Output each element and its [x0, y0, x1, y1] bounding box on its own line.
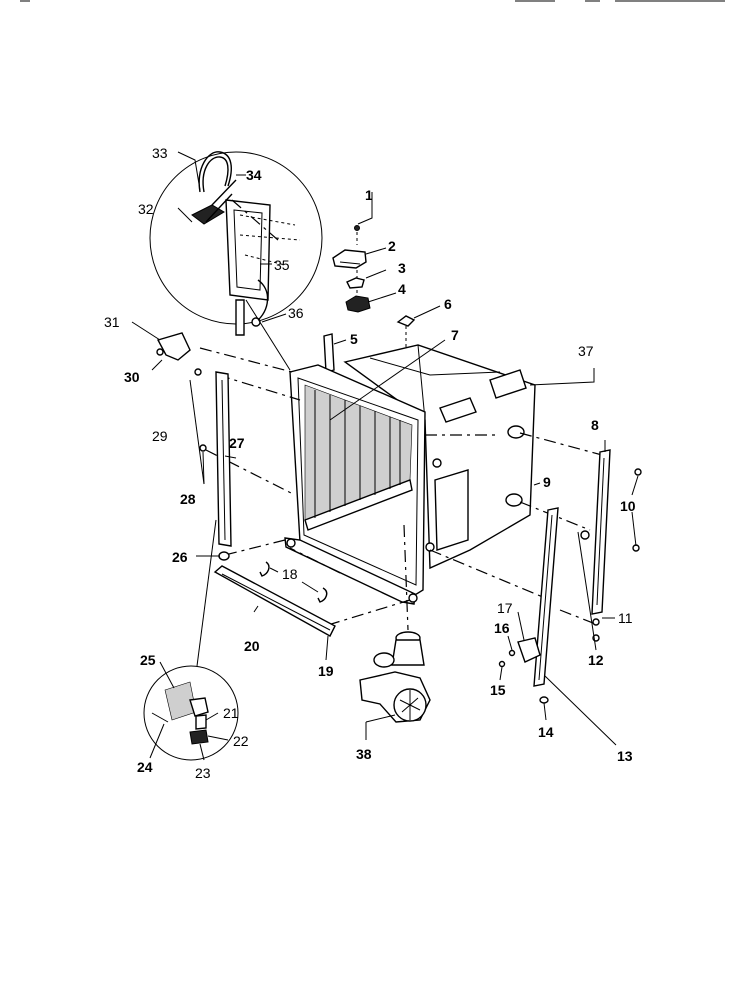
callout-20: 20	[244, 638, 260, 654]
callout-1: 1	[365, 187, 373, 203]
callout-9: 9	[543, 474, 551, 490]
detail-circle-lower	[143, 519, 239, 761]
callout-12: 12	[588, 652, 604, 668]
callout-31: 31	[104, 314, 120, 330]
top-center-parts	[323, 225, 416, 373]
callout-7: 7	[451, 327, 459, 343]
callout-15: 15	[490, 682, 506, 698]
callout-10: 10	[620, 498, 636, 514]
callout-38: 38	[356, 746, 372, 762]
callout-28: 28	[180, 491, 196, 507]
callout-29: 29	[152, 428, 168, 444]
callout-25: 25	[140, 652, 156, 668]
callout-32: 32	[138, 201, 154, 217]
callout-18: 18	[282, 566, 298, 582]
callout-27: 27	[229, 435, 245, 451]
left-rail	[156, 332, 232, 561]
callout-33: 33	[152, 145, 168, 161]
callout-13: 13	[617, 748, 633, 764]
callout-24: 24	[137, 759, 153, 775]
right-rails	[498, 449, 642, 704]
callout-37: 37	[578, 343, 594, 359]
callout-6: 6	[444, 296, 452, 312]
callout-14: 14	[538, 724, 554, 740]
callout-5: 5	[350, 331, 358, 347]
callout-35: 35	[274, 257, 290, 273]
callout-23: 23	[195, 765, 211, 781]
callout-34: 34	[246, 167, 262, 183]
callout-8: 8	[591, 417, 599, 433]
callout-19: 19	[318, 663, 334, 679]
callout-17: 17	[497, 600, 513, 616]
detail-circle-upper	[149, 151, 323, 371]
pump-motor	[359, 631, 431, 723]
callout-16: 16	[494, 620, 510, 636]
callout-30: 30	[124, 369, 140, 385]
leader-lines	[131, 151, 639, 761]
callout-26: 26	[172, 549, 188, 565]
callout-labels: 1 2 3 4 5 6 7 8 9 10 11 12 13 14 15 16 1…	[104, 145, 636, 781]
callout-22: 22	[233, 733, 249, 749]
kick-panel	[213, 561, 336, 637]
callout-2: 2	[388, 238, 396, 254]
callout-4: 4	[398, 281, 406, 297]
tub-assembly	[199, 344, 603, 631]
callout-21: 21	[223, 705, 239, 721]
callout-36: 36	[288, 305, 304, 321]
callout-3: 3	[398, 260, 406, 276]
callout-11: 11	[618, 610, 633, 626]
